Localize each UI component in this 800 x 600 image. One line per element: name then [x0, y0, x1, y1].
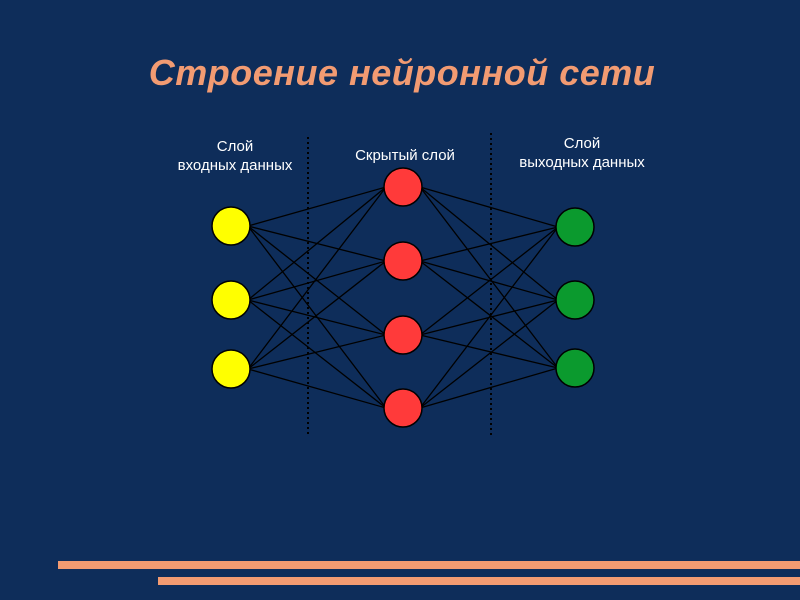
connection-hidden-1-output-1 — [419, 186, 559, 228]
connections-group — [247, 186, 559, 409]
input-layer-label-line1: Слой — [216, 138, 254, 155]
connection-hidden-3-output-1 — [419, 226, 559, 336]
connection-input-2-hidden-4 — [247, 299, 387, 409]
input-layer-label: Слой входных данных — [155, 137, 315, 175]
connection-hidden-2-output-1 — [419, 226, 559, 262]
hidden-node-1 — [383, 167, 423, 207]
connection-hidden-4-output-2 — [419, 299, 559, 409]
output-layer-label: Слой выходных данных — [502, 134, 662, 172]
connection-hidden-3-output-3 — [419, 334, 559, 369]
hidden-node-4 — [383, 388, 423, 428]
hidden-node-2 — [383, 241, 423, 281]
input-layer-label-line2: входных данных — [177, 157, 293, 174]
hidden-layer-label: Скрытый слой — [330, 146, 480, 165]
nodes-group — [211, 167, 595, 428]
connection-input-3-hidden-3 — [247, 334, 387, 370]
connection-input-2-hidden-3 — [247, 299, 387, 336]
output-node-3 — [555, 348, 595, 388]
connection-hidden-1-output-3 — [419, 186, 559, 369]
output-node-2 — [555, 280, 595, 320]
connection-input-1-hidden-1 — [247, 186, 387, 227]
connection-hidden-4-output-3 — [419, 367, 559, 409]
output-layer-label-line1: Слой — [563, 135, 601, 152]
connection-input-3-hidden-4 — [247, 368, 387, 409]
decorative-bar-bottom — [158, 577, 800, 585]
connection-hidden-2-output-3 — [419, 260, 559, 369]
slide-title: Строение нейронной сети — [148, 52, 656, 93]
hidden-node-3 — [383, 315, 423, 355]
connection-input-3-hidden-1 — [247, 186, 387, 370]
output-node-1 — [555, 207, 595, 247]
input-node-2 — [211, 280, 251, 320]
connection-hidden-4-output-1 — [419, 226, 559, 409]
hidden-layer-label-text: Скрытый слой — [355, 147, 455, 164]
output-layer-label-line2: выходных данных — [519, 154, 645, 171]
input-node-1 — [211, 206, 251, 246]
decorative-bar-top — [58, 561, 800, 569]
separators-group — [307, 133, 492, 435]
connection-input-2-hidden-2 — [247, 260, 387, 301]
connection-input-2-hidden-1 — [247, 186, 387, 301]
input-node-3 — [211, 349, 251, 389]
connection-input-3-hidden-2 — [247, 260, 387, 370]
